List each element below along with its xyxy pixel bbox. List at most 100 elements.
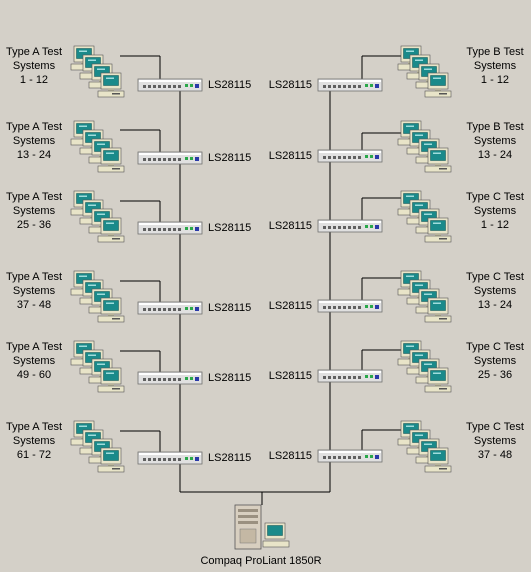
left-column: Type A Test Systems 1 - 12 Type A Test S… [6, 46, 124, 472]
switch-label: LS28115 [269, 370, 312, 382]
group-subtitle: Systems [474, 435, 517, 447]
switch-label: LS28115 [269, 150, 312, 162]
group-title: Type C Test [466, 341, 524, 353]
group-range: 61 - 72 [17, 449, 51, 461]
switch-icon [317, 219, 383, 233]
group-range: 25 - 36 [478, 369, 512, 381]
group-range: 1 - 12 [481, 219, 509, 231]
group-subtitle: Systems [13, 435, 56, 447]
group-subtitle: Systems [13, 135, 56, 147]
computer-group-icon [398, 191, 451, 242]
switch-label: LS28115 [208, 302, 251, 314]
switch-icon [137, 301, 203, 315]
computer-group-icon [398, 421, 451, 472]
group-range: 13 - 24 [478, 149, 512, 161]
group-subtitle: Systems [474, 205, 517, 217]
switch: LS28115 [269, 149, 383, 163]
left-group: Type A Test Systems 13 - 24 [6, 121, 124, 172]
switch-icon [137, 371, 203, 385]
group-title: Type A Test [6, 421, 62, 433]
switch: LS28115 [137, 451, 251, 465]
right-group: Type C Test Systems 13 - 24 [398, 271, 524, 322]
left-group: Type A Test Systems 37 - 48 [6, 271, 124, 322]
switch-icon [317, 78, 383, 92]
computer-group-icon [398, 46, 451, 97]
left-group: Type A Test Systems 61 - 72 [6, 421, 124, 472]
computer-group-icon [71, 341, 124, 392]
group-title: Type C Test [466, 271, 524, 283]
switch-label: LS28115 [208, 152, 251, 164]
right-group: Type B Test Systems 1 - 12 [398, 46, 524, 97]
left-group: Type A Test Systems 25 - 36 [6, 191, 124, 242]
group-range: 49 - 60 [17, 369, 51, 381]
group-subtitle: Systems [474, 60, 517, 72]
switch: LS28115 [137, 151, 251, 165]
group-range: 37 - 48 [478, 449, 512, 461]
computer-group-icon [71, 121, 124, 172]
right-column: Type B Test Systems 1 - 12 Type B Test S… [398, 46, 524, 472]
server: Compaq ProLiant 1850R [200, 504, 322, 567]
switch: LS28115 [269, 449, 383, 463]
group-range: 13 - 24 [478, 299, 512, 311]
group-range: 13 - 24 [17, 149, 51, 161]
group-subtitle: Systems [13, 285, 56, 297]
right-group: Type C Test Systems 25 - 36 [398, 341, 524, 392]
group-title: Type A Test [6, 191, 62, 203]
switch: LS28115 [137, 221, 251, 235]
computer-group-icon [398, 341, 451, 392]
switch-label: LS28115 [269, 220, 312, 232]
switch-label: LS28115 [208, 372, 251, 384]
right-group: Type B Test Systems 13 - 24 [398, 121, 524, 172]
switch-label: LS28115 [208, 79, 251, 91]
group-title: Type C Test [466, 191, 524, 203]
server-label: Compaq ProLiant 1850R [200, 555, 321, 567]
group-subtitle: Systems [474, 135, 517, 147]
switch: LS28115 [137, 301, 251, 315]
group-range: 1 - 12 [20, 74, 48, 86]
switch: LS28115 [269, 299, 383, 313]
computer-group-icon [398, 121, 451, 172]
group-range: 1 - 12 [481, 74, 509, 86]
left-group: Type A Test Systems 49 - 60 [6, 341, 124, 392]
switch-icon [317, 299, 383, 313]
group-subtitle: Systems [13, 60, 56, 72]
switch: LS28115 [269, 369, 383, 383]
group-title: Type A Test [6, 46, 62, 58]
switch-icon [137, 151, 203, 165]
computer-group-icon [71, 271, 124, 322]
switch-icon [137, 221, 203, 235]
computer-group-icon [398, 271, 451, 322]
left-switches: LS28115 LS28115 LS28115 LS28115 LS28115 … [137, 78, 251, 465]
computer-group-icon [71, 191, 124, 242]
group-title: Type B Test [466, 121, 523, 133]
server-icon [234, 504, 290, 550]
group-range: 25 - 36 [17, 219, 51, 231]
group-subtitle: Systems [474, 355, 517, 367]
right-group: Type C Test Systems 37 - 48 [398, 421, 524, 472]
switch-icon [137, 451, 203, 465]
switch-icon [317, 449, 383, 463]
switch-icon [137, 78, 203, 92]
switch: LS28115 [269, 78, 383, 92]
switch: LS28115 [137, 78, 251, 92]
switch-label: LS28115 [269, 79, 312, 91]
switch-icon [317, 369, 383, 383]
group-title: Type A Test [6, 121, 62, 133]
group-title: Type C Test [466, 421, 524, 433]
connection-lines [120, 55, 402, 505]
group-title: Type A Test [6, 341, 62, 353]
right-switches: LS28115 LS28115 LS28115 LS28115 LS28115 … [269, 78, 383, 463]
group-title: Type A Test [6, 271, 62, 283]
group-subtitle: Systems [13, 355, 56, 367]
computer-group-icon [71, 421, 124, 472]
switch-label: LS28115 [208, 452, 251, 464]
switch: LS28115 [137, 371, 251, 385]
group-subtitle: Systems [13, 205, 56, 217]
group-title: Type B Test [466, 46, 523, 58]
switch-label: LS28115 [269, 300, 312, 312]
switch: LS28115 [269, 219, 383, 233]
group-subtitle: Systems [474, 285, 517, 297]
computer-group-icon [71, 46, 124, 97]
switch-label: LS28115 [208, 222, 251, 234]
